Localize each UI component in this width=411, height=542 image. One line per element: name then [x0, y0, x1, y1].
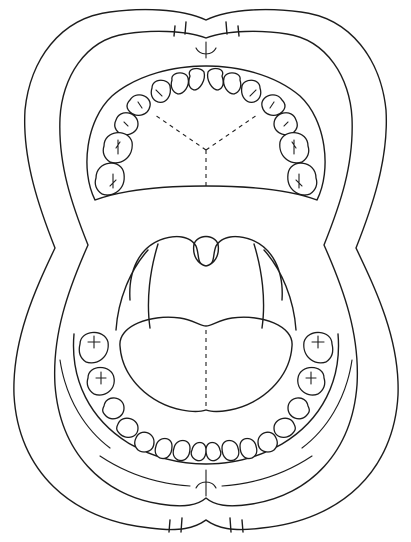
upper-tooth — [151, 80, 170, 102]
upper-frenulum — [196, 42, 216, 58]
upper-tooth — [242, 80, 261, 102]
lower-tooth — [288, 398, 309, 419]
upper-tooth — [288, 163, 317, 195]
palate-right-suture — [206, 115, 257, 150]
lower-right-lip-line — [222, 456, 312, 486]
left-cheek-line — [116, 250, 148, 330]
lower-tooth — [155, 439, 172, 459]
upper-tooth — [208, 69, 224, 90]
lower-tooth — [117, 418, 138, 437]
upper-tooth — [127, 95, 150, 116]
lower-tooth — [191, 443, 206, 461]
upper-tooth — [95, 163, 124, 195]
right-pillar — [254, 244, 264, 328]
lower-tooth — [258, 432, 277, 452]
upper-lip-marks — [174, 22, 239, 36]
upper-tooth — [224, 73, 241, 94]
lower-tooth — [206, 443, 221, 461]
throat-outline — [130, 237, 282, 300]
upper-tooth — [262, 95, 285, 116]
left-pillar — [148, 244, 158, 328]
lower-tooth — [240, 439, 257, 459]
lower-tooth — [274, 418, 295, 437]
lower-tooth — [103, 398, 124, 419]
lower-frenulum — [196, 470, 216, 496]
lower-tooth — [222, 441, 239, 461]
right-cheek-line — [264, 250, 296, 330]
lower-tooth — [135, 432, 154, 452]
palate-left-suture — [155, 115, 206, 150]
lower-left-lip-line — [100, 456, 190, 486]
lower-tooth — [173, 441, 190, 461]
upper-tooth — [171, 73, 188, 94]
inner-lip-outline — [55, 31, 358, 505]
upper-tooth — [189, 69, 205, 90]
